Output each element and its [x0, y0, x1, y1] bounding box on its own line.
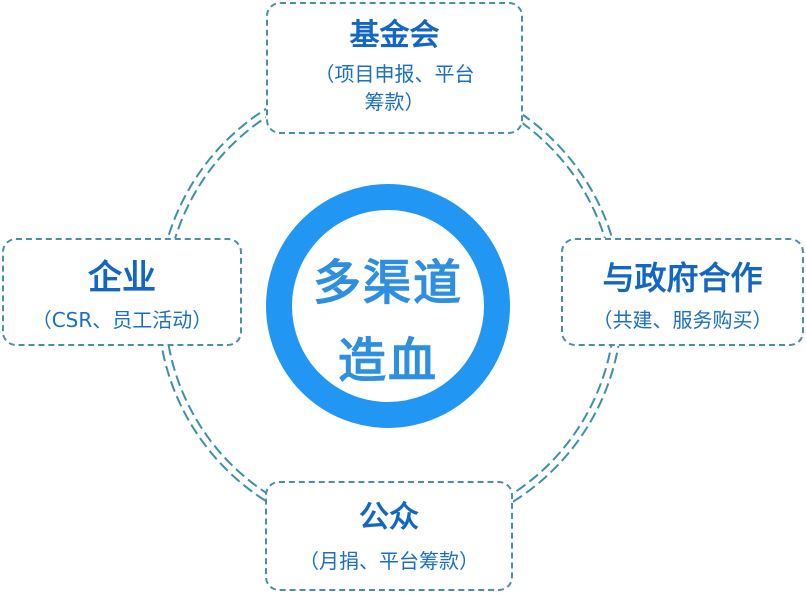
node-foundation-title: 基金会 — [349, 18, 440, 53]
node-foundation-subtitle-line1: （项目申报、平台 — [314, 62, 475, 86]
node-public-subtitle: （月捐、平台筹款） — [299, 549, 479, 573]
center-title-line2: 造血 — [337, 333, 438, 389]
node-foundation-subtitle-line2: 筹款） — [364, 90, 425, 114]
node-government-subtitle: （共建、服务购买） — [592, 308, 773, 332]
node-enterprise-subtitle: （CSR、员工活动） — [31, 308, 213, 332]
center-ring — [266, 184, 510, 428]
node-public-title: 公众 — [359, 500, 419, 535]
node-foundation: 基金会 （项目申报、平台 筹款） — [266, 2, 523, 134]
node-enterprise: 企业 （CSR、员工活动） — [2, 238, 242, 346]
node-government: 与政府合作 （共建、服务购买） — [561, 238, 804, 346]
node-government-title: 与政府合作 — [602, 259, 763, 297]
node-enterprise-title: 企业 — [88, 258, 156, 298]
node-public: 公众 （月捐、平台筹款） — [265, 481, 513, 591]
center-title-line1: 多渠道 — [312, 255, 463, 311]
